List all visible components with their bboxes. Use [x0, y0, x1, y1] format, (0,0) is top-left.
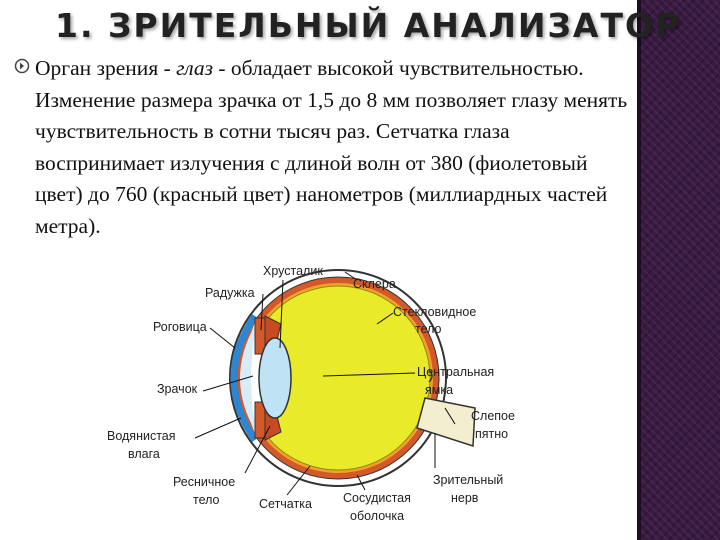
decorative-sidebar — [641, 0, 720, 540]
bullet-icon — [14, 58, 30, 74]
label-iris: Радужка — [205, 286, 255, 300]
label-vitreous-2: тело — [415, 322, 442, 336]
paragraph-part1: Орган зрения - — [35, 56, 177, 80]
paragraph-italic: глаз — [176, 56, 214, 80]
cornea-shape — [230, 314, 258, 442]
label-ciliary-2: тело — [193, 493, 220, 507]
label-fovea-1: Центральная — [417, 365, 494, 379]
sidebar-edge — [637, 0, 641, 540]
label-optic-nerve-2: нерв — [451, 491, 479, 505]
eye-diagram: Хрусталик Склера Радужка Стекловидное те… — [107, 264, 515, 523]
label-pupil: Зрачок — [157, 382, 198, 396]
label-retina: Сетчатка — [259, 497, 312, 511]
label-aqueous-2: влага — [128, 447, 160, 461]
label-choroid-2: оболочка — [350, 509, 404, 523]
slide-title: 1. ЗРИТЕЛЬНЫЙ АНАЛИЗАТОР — [55, 6, 682, 45]
label-ciliary-1: Ресничное — [173, 475, 235, 489]
label-lens: Хрусталик — [263, 264, 323, 278]
main-paragraph: Орган зрения - глаз - обладает высокой ч… — [35, 53, 630, 263]
label-choroid-1: Сосудистая — [343, 491, 411, 505]
label-fovea-2: ямка — [425, 383, 453, 397]
label-optic-nerve-1: Зрительный — [433, 473, 503, 487]
paragraph-part2: - обладает высокой чувствительностью. Из… — [35, 56, 628, 238]
aqueous-shape — [240, 322, 257, 434]
lens-shape — [258, 337, 292, 419]
label-vitreous-1: Стекловидное — [393, 305, 476, 319]
label-blind-spot-1: Слепое — [471, 409, 515, 423]
optic-nerve-shape — [416, 397, 476, 448]
label-sclera: Склера — [353, 277, 396, 291]
label-cornea: Роговица — [153, 320, 207, 334]
label-blind-spot-2: пятно — [475, 427, 508, 441]
label-aqueous-1: Водянистая — [107, 429, 176, 443]
